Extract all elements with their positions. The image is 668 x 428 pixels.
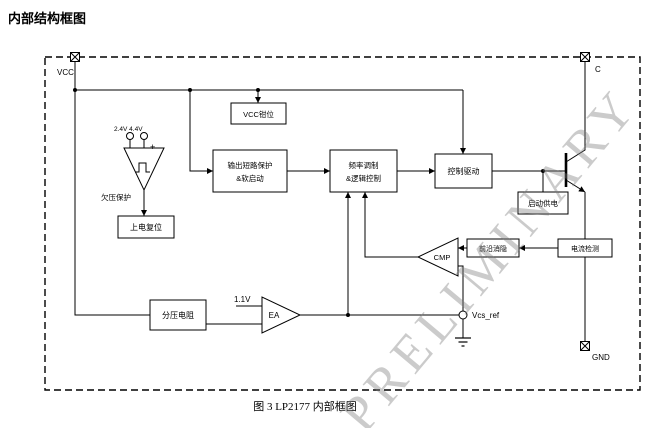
power-on-reset-block xyxy=(117,215,175,239)
freq-modulation-block xyxy=(329,149,398,193)
voltage-divider-label: 分压电阻 xyxy=(162,310,194,320)
current-sense-block xyxy=(557,238,613,258)
control-drive-block xyxy=(434,153,493,189)
leading-edge-blanking-label: 前沿消隐 xyxy=(479,244,507,253)
wire-cmp-to-freq xyxy=(362,192,418,258)
error-amp-triangle xyxy=(261,296,302,334)
uvlo-plus-label: + xyxy=(150,142,155,152)
wire-vcc-to-shortprotect xyxy=(189,90,213,174)
startup-supply-label: 启动供电 xyxy=(528,198,558,208)
soft-start-label: &软启动 xyxy=(236,173,264,183)
short-circuit-protect-label: 输出短路保护 xyxy=(228,160,273,170)
cmp-triangle xyxy=(416,237,459,277)
wires xyxy=(74,61,586,341)
pin-label-gnd: GND xyxy=(592,353,610,362)
control-drive-label: 控制驱动 xyxy=(448,166,480,176)
pin-label-vcs-ref: Vcs_ref xyxy=(472,311,500,320)
junction-dots xyxy=(73,88,545,317)
gnd-pad xyxy=(580,341,590,351)
vcc-clamp-label: VCC钳位 xyxy=(243,109,274,119)
page-title: 内部结构框图 xyxy=(8,11,87,26)
wire-vcc-left-rail xyxy=(74,61,150,316)
startup-supply-block xyxy=(517,191,569,215)
chip-boundary xyxy=(44,56,641,391)
wire-node-to-cmp xyxy=(458,265,464,311)
vcs-ref-node xyxy=(458,310,468,320)
vcc-pad xyxy=(70,52,80,62)
pin-label-vcc: VCC xyxy=(57,68,74,77)
uvlo-ref1-terminal xyxy=(126,132,134,140)
current-sense-label: 电流检测 xyxy=(571,244,599,253)
c-pad xyxy=(580,52,590,62)
uvlo-thresholds-label: 2.4V 4.4V xyxy=(114,126,143,133)
ground-symbol xyxy=(455,337,471,347)
error-amp-label: EA xyxy=(269,311,280,320)
uvlo-label: 欠压保护 xyxy=(101,192,131,202)
wire-collector xyxy=(565,61,586,163)
leading-edge-blanking-block xyxy=(466,238,520,258)
voltage-divider-block xyxy=(149,299,207,331)
freq-modulation-label: 频率调制 xyxy=(349,160,379,170)
short-circuit-protect-block xyxy=(212,149,288,193)
logic-control-label: &逻辑控制 xyxy=(346,173,381,183)
wire-emitter xyxy=(565,179,586,193)
cmp-label: CMP xyxy=(434,253,451,262)
uvlo-ref2-terminal xyxy=(140,132,148,140)
vcc-clamp-block xyxy=(230,102,287,125)
power-on-reset-label: 上电复位 xyxy=(130,222,162,232)
figure-caption: 图 3 LP2177 内部框图 xyxy=(253,401,357,413)
hysteresis-icon xyxy=(135,162,150,173)
uvlo-triangle xyxy=(123,147,165,192)
uvlo-comparator xyxy=(123,132,165,192)
pin-label-c: C xyxy=(595,65,601,74)
ref-voltage-label: 1.1V xyxy=(234,295,251,304)
